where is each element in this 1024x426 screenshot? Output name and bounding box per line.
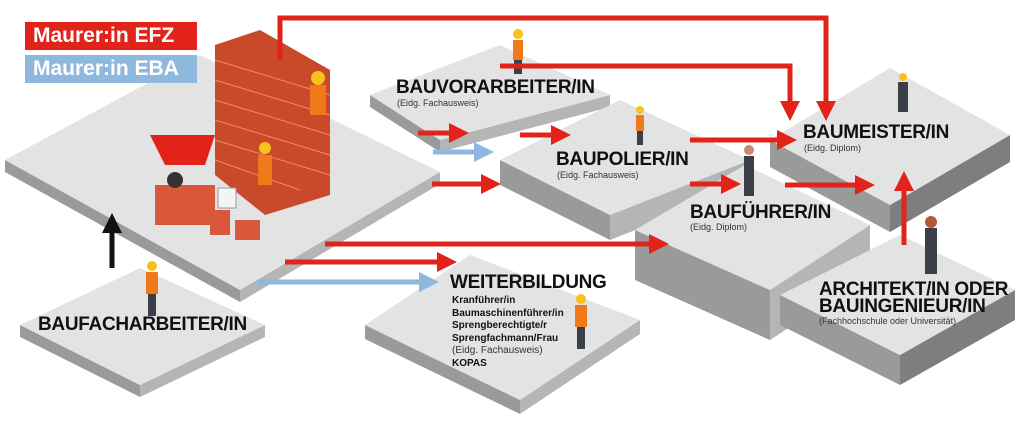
platform-bauvorarbeiter [370,45,610,152]
weiterbildung-item: Sprengfachmann/Frau [452,332,559,344]
brick-wall-illustration [150,30,331,240]
label-baufacharbeiter: BAUFACHARBEITER/IN [38,314,247,335]
label-architekt-line2: BAUINGENIEUR/IN [819,296,986,317]
label-baupolier: BAUPOLIER/IN [556,149,689,170]
weiterbildung-item: Sprengberechtigte/r [452,320,548,331]
label-baufuehrer: BAUFÜHRER/IN [690,202,832,223]
sub-baufuehrer: (Eidg. Diplom) [690,222,748,232]
arrow-efz-to-baumeister [277,15,836,121]
legend-eba: Maurer:in EBA [25,55,197,83]
platform-architekt [780,235,1015,385]
sub-bauvorarbeiter: (Eidg. Fachausweis) [397,98,479,108]
weiterbildung-item: KOPAS [452,357,487,369]
sub-architekt: (Fachhochschule oder Universität) [819,316,957,326]
label-weiterbildung: WEITERBILDUNG [450,272,607,293]
weiterbildung-list: Kranführer/in Baumaschinenführer/in Spre… [452,295,564,370]
weiterbildung-item: Kranführer/in [452,295,516,306]
worker-figures [146,29,937,349]
weiterbildung-note: (Eidg. Fachausweis) [452,345,543,356]
arrow-bauvorarbeiter-to-baumeister [500,63,800,121]
label-architekt-line1: ARCHITEKT/IN ODER [819,279,1009,300]
arrows [102,15,914,292]
label-baumeister: BAUMEISTER/IN [803,122,949,143]
weiterbildung-item: Baumaschinenführer/in [452,307,564,319]
sub-baumeister: (Eidg. Diplom) [804,143,862,153]
legend-efz: Maurer:in EFZ [25,22,197,50]
platform-baufacharbeiter [20,268,265,397]
label-bauvorarbeiter: BAUVORARBEITER/IN [396,77,595,98]
sub-baupolier: (Eidg. Fachausweis) [557,170,639,180]
